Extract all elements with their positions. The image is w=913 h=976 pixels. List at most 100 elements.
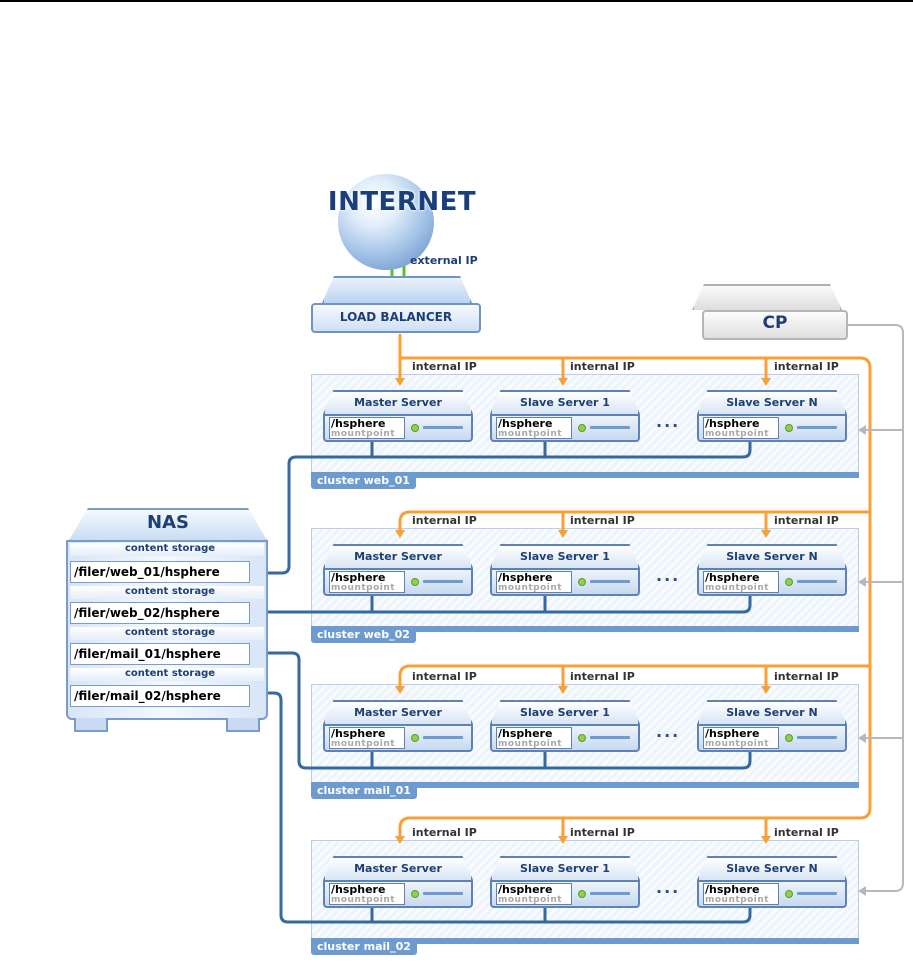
status-led-icon xyxy=(411,578,419,586)
drive-slot-icon xyxy=(797,736,837,739)
server-name: Master Server xyxy=(354,396,442,409)
server-name: Slave Server 1 xyxy=(520,550,610,563)
server-top xyxy=(697,544,847,568)
drive-slot-icon xyxy=(797,426,837,429)
server-name: Slave Server 1 xyxy=(520,396,610,409)
server-top xyxy=(490,700,640,724)
mount-path: /hsphere xyxy=(498,417,553,430)
cp-label: CP xyxy=(762,313,788,333)
mountpoint-label: mountpoint xyxy=(498,739,563,749)
mount-path: /hsphere xyxy=(331,727,386,740)
internal-ip-label: internal IP xyxy=(570,826,635,839)
mountpoint-box xyxy=(329,727,405,749)
server-top xyxy=(490,856,640,880)
mountpoint-label: mountpoint xyxy=(705,895,770,905)
cluster-bar xyxy=(311,938,859,944)
storage-label: content storage xyxy=(124,586,216,597)
mount-path: /hsphere xyxy=(331,571,386,584)
mountpoint-box xyxy=(329,417,405,439)
load-balancer-label: LOAD BALANCER xyxy=(339,310,453,324)
mountpoint-box xyxy=(496,571,572,593)
status-led-icon xyxy=(578,890,586,898)
storage-label-bar xyxy=(70,586,264,599)
nas-foot-left xyxy=(74,718,108,732)
mountpoint-label: mountpoint xyxy=(331,429,396,439)
server-name: Master Server xyxy=(354,706,442,719)
mountpoint-box xyxy=(496,883,572,905)
storage-label: content storage xyxy=(124,543,216,554)
status-led-icon xyxy=(411,890,419,898)
server-top xyxy=(490,544,640,568)
status-led-icon xyxy=(411,734,419,742)
internal-ip-label: internal IP xyxy=(412,360,477,373)
internet-label: INTERNET xyxy=(327,187,477,217)
storage-label-bar xyxy=(70,668,264,681)
ellipsis: ... xyxy=(656,412,681,431)
mount-path: /hsphere xyxy=(331,883,386,896)
load-balancer-top xyxy=(322,276,472,303)
cluster-name-label: cluster web_02 xyxy=(311,626,416,643)
storage-label-bar xyxy=(70,543,264,556)
storage-label: content storage xyxy=(124,627,216,638)
mountpoint-box xyxy=(496,727,572,749)
status-led-icon xyxy=(785,734,793,742)
drive-slot-icon xyxy=(590,736,630,739)
mountpoint-box xyxy=(329,571,405,593)
cluster-bar xyxy=(311,782,859,788)
mountpoint-box xyxy=(329,883,405,905)
top-border xyxy=(0,0,913,2)
mount-path: /hsphere xyxy=(705,571,760,584)
mountpoint-label: mountpoint xyxy=(331,895,396,905)
cluster-name-label: cluster mail_01 xyxy=(311,782,417,799)
internal-ip-label: internal IP xyxy=(774,670,839,683)
status-led-icon xyxy=(411,424,419,432)
storage-path-web02: /filer/web_02/hsphere xyxy=(70,602,250,624)
server-name: Slave Server N xyxy=(726,862,818,875)
external-ip-label: external IP xyxy=(410,254,478,267)
drive-slot-icon xyxy=(797,892,837,895)
mountpoint-box xyxy=(703,883,779,905)
mountpoint-label: mountpoint xyxy=(331,739,396,749)
mountpoint-label: mountpoint xyxy=(705,429,770,439)
mount-lines xyxy=(264,441,752,924)
ellipsis: ... xyxy=(656,566,681,585)
status-led-icon xyxy=(578,578,586,586)
drive-slot-icon xyxy=(590,426,630,429)
server-name: Slave Server 1 xyxy=(520,862,610,875)
ellipsis: ... xyxy=(656,878,681,897)
server-name: Slave Server N xyxy=(726,396,818,409)
mountpoint-label: mountpoint xyxy=(498,429,563,439)
mount-path: /hsphere xyxy=(705,727,760,740)
mount-path: /hsphere xyxy=(331,417,386,430)
cluster-name-label: cluster web_01 xyxy=(311,472,416,489)
status-led-icon xyxy=(785,578,793,586)
server-name: Slave Server 1 xyxy=(520,706,610,719)
cp-box-top xyxy=(692,284,842,310)
drive-slot-icon xyxy=(797,580,837,583)
mount-path: /hsphere xyxy=(705,417,760,430)
cp-box xyxy=(702,310,848,340)
mount-path: /hsphere xyxy=(498,883,553,896)
mountpoint-box xyxy=(703,571,779,593)
server-top xyxy=(323,390,473,414)
mountpoint-box xyxy=(703,727,779,749)
mountpoint-label: mountpoint xyxy=(498,583,563,593)
internal-ip-label: internal IP xyxy=(570,670,635,683)
drive-slot-icon xyxy=(423,426,463,429)
cluster-bar xyxy=(311,472,859,478)
status-led-icon xyxy=(785,890,793,898)
server-top xyxy=(323,544,473,568)
ellipsis: ... xyxy=(656,722,681,741)
internal-ip-label: internal IP xyxy=(570,514,635,527)
nas-foot-right xyxy=(226,718,260,732)
